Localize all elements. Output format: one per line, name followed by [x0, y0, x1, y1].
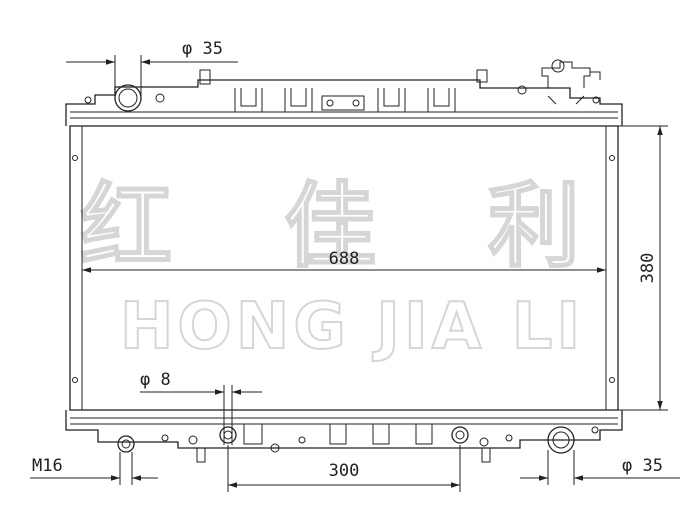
watermark-english: HONG JIA LI	[120, 290, 584, 364]
core-height-label: 380	[638, 253, 658, 284]
dimension-fitting-spacing: 300	[227, 445, 461, 492]
top-tank	[65, 69, 623, 126]
lower-hose-outlet	[547, 426, 575, 454]
dimension-top-inlet: φ 35	[66, 39, 238, 100]
dimension-bottom-outlet: φ 35	[520, 450, 680, 485]
oil-fitting-label: φ 8	[140, 370, 171, 390]
fitting-spacing-label: 300	[329, 461, 360, 481]
top-inlet-label: φ 35	[182, 39, 223, 59]
upper-hose-inlet	[114, 84, 142, 112]
dimension-core-height: 380	[618, 125, 668, 411]
core-width-label: 688	[329, 249, 360, 269]
dimension-drain-thread: M16	[30, 452, 158, 485]
bottom-outlet-label: φ 35	[622, 456, 663, 476]
oil-cooler-fittings	[219, 426, 469, 444]
drain-thread-label: M16	[32, 456, 63, 476]
drain-plug	[117, 435, 135, 453]
dimension-core-width: 688	[82, 249, 606, 273]
filler-cap	[541, 59, 601, 105]
dimension-oil-fitting: φ 8	[140, 370, 262, 445]
bottom-tank	[65, 410, 623, 463]
watermark-chinese: 红 佳 利	[80, 173, 620, 280]
